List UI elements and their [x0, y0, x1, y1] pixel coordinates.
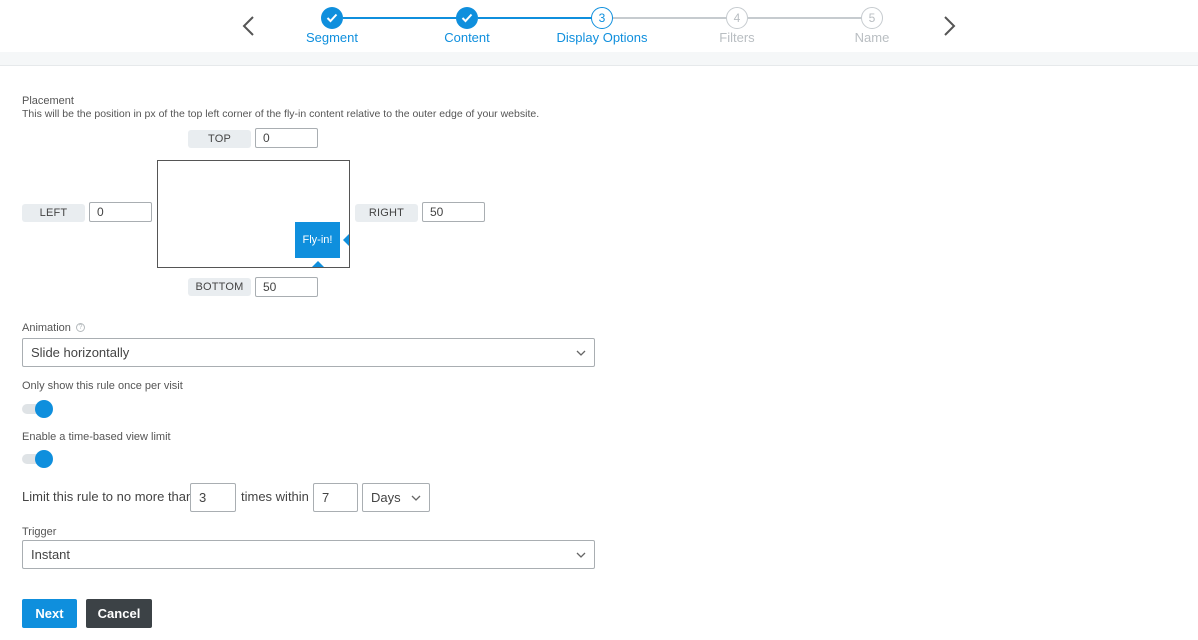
- trigger-select[interactable]: Instant: [22, 540, 595, 569]
- period-unit-select[interactable]: Days: [362, 483, 430, 512]
- toggle-knob: [35, 450, 53, 468]
- time-limit-toggle[interactable]: [22, 449, 54, 469]
- top-offset-input[interactable]: [255, 128, 318, 148]
- bottom-label: BOTTOM: [188, 278, 251, 296]
- previous-step-arrow-icon[interactable]: [238, 14, 260, 38]
- chevron-down-icon: [411, 495, 421, 501]
- right-label: RIGHT: [355, 204, 418, 222]
- once-per-visit-label: Only show this rule once per visit: [22, 380, 183, 392]
- next-button[interactable]: Next: [22, 599, 77, 628]
- flyin-preview: Fly-in!: [295, 222, 340, 258]
- step-label: Filters: [719, 30, 755, 45]
- step-number: 4: [726, 7, 748, 29]
- chevron-down-icon: [576, 552, 586, 558]
- step-label: Content: [444, 30, 490, 45]
- step-filters[interactable]: 4 Filters: [677, 7, 797, 46]
- toggle-knob: [35, 400, 53, 418]
- check-icon: [456, 7, 478, 29]
- left-offset-input[interactable]: [89, 202, 152, 222]
- step-segment[interactable]: Segment: [272, 7, 392, 46]
- next-step-arrow-icon[interactable]: [938, 14, 960, 38]
- chevron-down-icon: [576, 350, 586, 356]
- right-anchor-icon: [343, 234, 349, 246]
- period-length-input[interactable]: [313, 483, 358, 512]
- animation-label: Animation: [22, 322, 71, 334]
- step-display-options[interactable]: 3 Display Options: [542, 7, 662, 46]
- animation-select-value: Slide horizontally: [31, 345, 130, 360]
- bottom-offset-input[interactable]: [255, 277, 318, 297]
- step-content[interactable]: Content: [407, 7, 527, 46]
- placement-help-text: This will be the position in px of the t…: [22, 108, 540, 120]
- time-limit-label: Enable a time-based view limit: [22, 431, 171, 443]
- animation-select[interactable]: Slide horizontally: [22, 338, 595, 367]
- step-label: Segment: [305, 30, 359, 45]
- left-label: LEFT: [22, 204, 85, 222]
- top-label: TOP: [188, 130, 251, 148]
- wizard-stepper: Segment Content 3 Display Options 4 Filt…: [0, 0, 1198, 52]
- header-divider: [0, 52, 1198, 66]
- step-connector-3: [613, 17, 727, 19]
- trigger-label: Trigger: [22, 526, 57, 538]
- once-per-visit-toggle[interactable]: [22, 399, 54, 419]
- step-name[interactable]: 5 Name: [812, 7, 932, 46]
- view-count-input[interactable]: [190, 483, 236, 512]
- help-icon[interactable]: ?: [76, 323, 85, 332]
- step-connector-2: [478, 17, 592, 19]
- trigger-select-value: Instant: [31, 547, 71, 562]
- limit-prefix-text: Limit this rule to no more than: [22, 489, 194, 504]
- bottom-anchor-icon: [312, 261, 324, 267]
- cancel-button[interactable]: Cancel: [86, 599, 152, 628]
- step-number: 5: [861, 7, 883, 29]
- step-connector-4: [748, 17, 862, 19]
- limit-middle-text: times within: [241, 489, 309, 504]
- step-label: Name: [854, 30, 890, 45]
- step-connector-1: [343, 17, 457, 19]
- period-unit-value: Days: [371, 490, 401, 505]
- check-icon: [321, 7, 343, 29]
- placement-label: Placement: [22, 95, 74, 107]
- step-number: 3: [591, 7, 613, 29]
- right-offset-input[interactable]: [422, 202, 485, 222]
- step-label: Display Options: [556, 30, 648, 45]
